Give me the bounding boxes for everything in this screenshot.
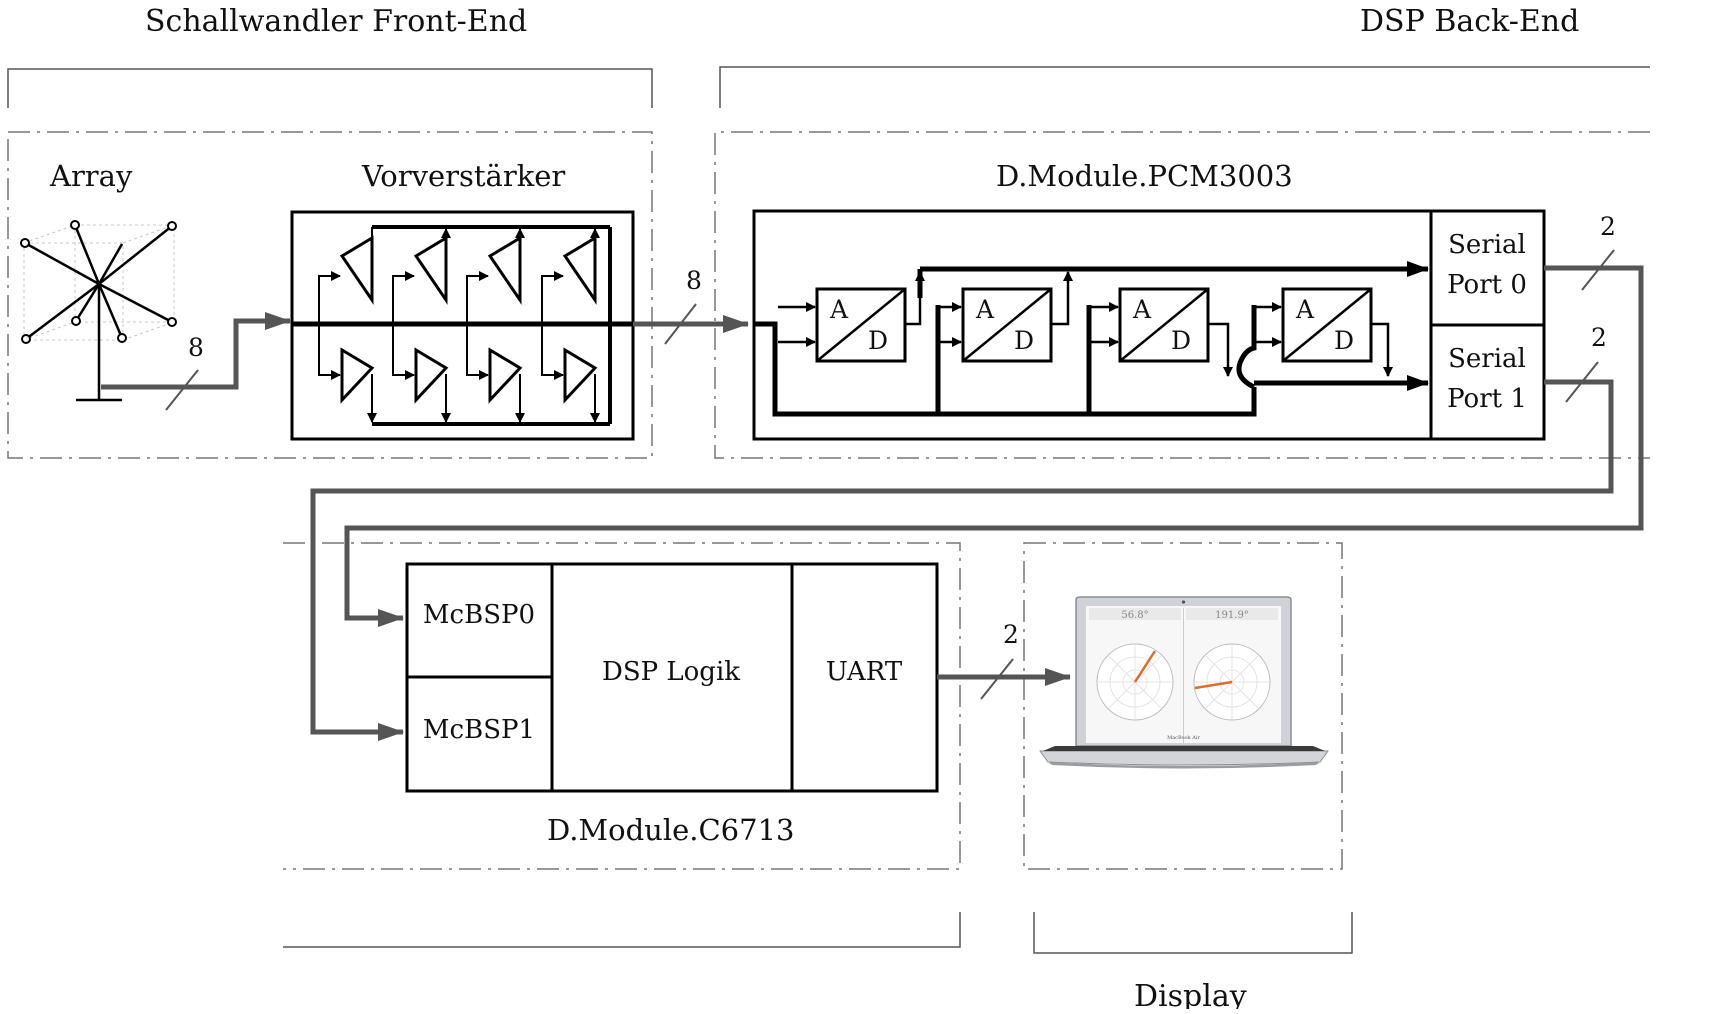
svg-text:A: A xyxy=(1295,295,1315,324)
display-heading: Display xyxy=(1134,979,1247,1009)
front-end-bracket xyxy=(7,68,653,108)
serial-port-1-bus xyxy=(310,379,1614,741)
front-end-heading: Schallwandler Front-End xyxy=(145,4,527,39)
preamp-label: Vorverstärker xyxy=(361,159,565,193)
serial-port-0-label-line2: Port 0 xyxy=(1447,270,1527,300)
serial-port-1 xyxy=(1429,323,1546,441)
bus-width-label: 2 xyxy=(1003,620,1019,649)
polar-plot-right: 191.9° xyxy=(1186,608,1278,721)
c6713-module-label: D.Module.C6713 xyxy=(547,813,794,847)
preamp-circuit xyxy=(292,225,633,426)
display-bottom-bracket xyxy=(1033,912,1353,954)
uart-label: UART xyxy=(826,657,903,687)
pcm-module-label: D.Module.PCM3003 xyxy=(996,159,1293,193)
svg-text:A: A xyxy=(975,295,995,324)
adc-converter: A D xyxy=(1118,287,1210,363)
serial-port-0 xyxy=(1429,209,1546,327)
svg-text:A: A xyxy=(829,295,849,324)
bus-width-label: 2 xyxy=(1600,212,1616,241)
serial-port-0-bus xyxy=(344,265,1644,627)
bus-width-label: 2 xyxy=(1591,323,1607,352)
mcbsp0-label: McBSP0 xyxy=(423,600,535,630)
pcm-frame xyxy=(714,131,1650,459)
dsp-logic-label: DSP Logik xyxy=(602,657,740,687)
polar-plot-left: 56.8° xyxy=(1089,608,1181,721)
c6713-bottom-bracket xyxy=(283,912,961,948)
adc-converter: A D xyxy=(1281,287,1373,363)
serial-port-1-label-line1: Serial xyxy=(1448,344,1526,374)
svg-text:191.9°: 191.9° xyxy=(1215,610,1249,621)
svg-text:D: D xyxy=(1171,326,1191,355)
svg-text:D: D xyxy=(1014,326,1034,355)
angle-needle xyxy=(1133,650,1157,683)
array-to-preamp-bus xyxy=(101,312,291,390)
bus-width-tick xyxy=(1565,361,1599,403)
svg-text:D: D xyxy=(1334,326,1354,355)
serial-port-1-label-line2: Port 1 xyxy=(1447,384,1527,414)
bus-width-label: 8 xyxy=(188,333,204,362)
display-frame xyxy=(1023,542,1343,870)
bus-width-tick xyxy=(980,658,1014,700)
svg-text:56.8°: 56.8° xyxy=(1121,610,1148,621)
serial-port-0-label-line1: Serial xyxy=(1448,230,1526,260)
svg-text:A: A xyxy=(1132,295,1152,324)
back-end-heading: DSP Back-End xyxy=(1360,4,1579,39)
adc-converter: A D xyxy=(815,287,907,363)
front-end-frame xyxy=(7,131,653,459)
bus-width-tick xyxy=(165,369,199,411)
bus-width-label: 8 xyxy=(686,266,702,295)
array-label: Array xyxy=(49,159,133,193)
bus-width-tick xyxy=(664,303,697,345)
c6713-frame xyxy=(283,542,961,870)
mcbsp1-label: McBSP1 xyxy=(423,715,535,745)
bus-width-tick xyxy=(1581,249,1615,291)
adc-converter: A D xyxy=(961,287,1053,363)
microphone-array-icon xyxy=(20,220,177,402)
laptop-icon: 56.8° 191.9° MacBook Air xyxy=(1039,596,1329,769)
angle-needle xyxy=(1194,680,1233,690)
svg-text:MacBook Air: MacBook Air xyxy=(1167,735,1200,741)
svg-text:D: D xyxy=(868,326,888,355)
back-end-bracket xyxy=(719,66,1650,108)
pcm-internal-wiring xyxy=(754,261,1429,417)
